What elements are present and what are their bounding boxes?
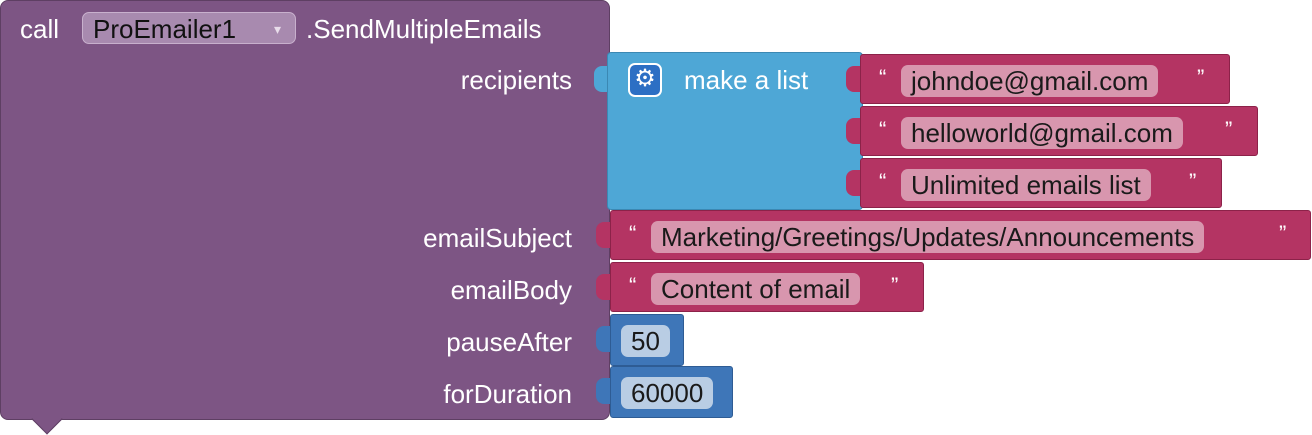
close-quote: ” bbox=[1225, 117, 1233, 142]
text-block-recipient-3[interactable]: “ Unlimited emails list ” bbox=[860, 158, 1222, 208]
param-label-pauseafter: pauseAfter bbox=[446, 327, 572, 357]
text-value[interactable]: johndoe@gmail.com bbox=[901, 65, 1159, 97]
open-quote: “ bbox=[879, 169, 887, 194]
call-block[interactable] bbox=[0, 0, 610, 420]
param-label-forduration: forDuration bbox=[443, 379, 572, 409]
close-quote: ” bbox=[891, 273, 899, 298]
number-block-pause-after[interactable]: 50 bbox=[610, 314, 684, 366]
text-value[interactable]: helloworld@gmail.com bbox=[901, 117, 1183, 149]
text-block-connector bbox=[846, 66, 860, 92]
number-value[interactable]: 60000 bbox=[621, 377, 714, 409]
method-name: .SendMultipleEmails bbox=[306, 14, 542, 44]
text-block-email-subject[interactable]: “ Marketing/Greetings/Updates/Announceme… bbox=[610, 210, 1311, 260]
make-a-list-label: make a list bbox=[684, 65, 809, 95]
gear-icon[interactable]: ⚙ bbox=[628, 63, 662, 97]
open-quote: “ bbox=[629, 273, 637, 298]
call-prefix: call bbox=[20, 14, 60, 44]
param-label-emailsubject: emailSubject bbox=[423, 223, 572, 253]
open-quote: “ bbox=[879, 65, 887, 90]
param-label-emailbody: emailBody bbox=[450, 275, 572, 305]
text-block-connector bbox=[846, 118, 860, 144]
text-block-connector bbox=[846, 170, 860, 196]
close-quote: ” bbox=[1197, 65, 1205, 90]
chevron-down-icon: ▾ bbox=[273, 21, 281, 37]
number-value[interactable]: 50 bbox=[621, 325, 670, 357]
number-block-connector bbox=[596, 378, 610, 404]
text-value[interactable]: Unlimited emails list bbox=[901, 169, 1151, 201]
number-block-for-duration[interactable]: 60000 bbox=[610, 366, 733, 418]
text-block-recipient-1[interactable]: “ johndoe@gmail.com ” bbox=[860, 54, 1230, 104]
open-quote: “ bbox=[879, 117, 887, 142]
component-name: ProEmailer1 bbox=[93, 14, 237, 44]
number-block-connector bbox=[596, 326, 610, 352]
text-block-recipient-2[interactable]: “ helloworld@gmail.com ” bbox=[860, 106, 1258, 156]
text-block-email-body[interactable]: “ Content of email ” bbox=[610, 262, 924, 312]
open-quote: “ bbox=[629, 221, 637, 246]
component-dropdown[interactable]: ProEmailer1 ▾ bbox=[82, 12, 296, 44]
text-value[interactable]: Marketing/Greetings/Updates/Announcement… bbox=[651, 221, 1205, 253]
text-block-connector bbox=[596, 274, 610, 300]
text-block-connector bbox=[596, 222, 610, 248]
param-label-recipients: recipients bbox=[460, 65, 572, 95]
list-block-connector bbox=[594, 66, 608, 92]
close-quote: ” bbox=[1279, 221, 1287, 246]
close-quote: ” bbox=[1189, 169, 1197, 194]
text-value[interactable]: Content of email bbox=[651, 273, 861, 305]
